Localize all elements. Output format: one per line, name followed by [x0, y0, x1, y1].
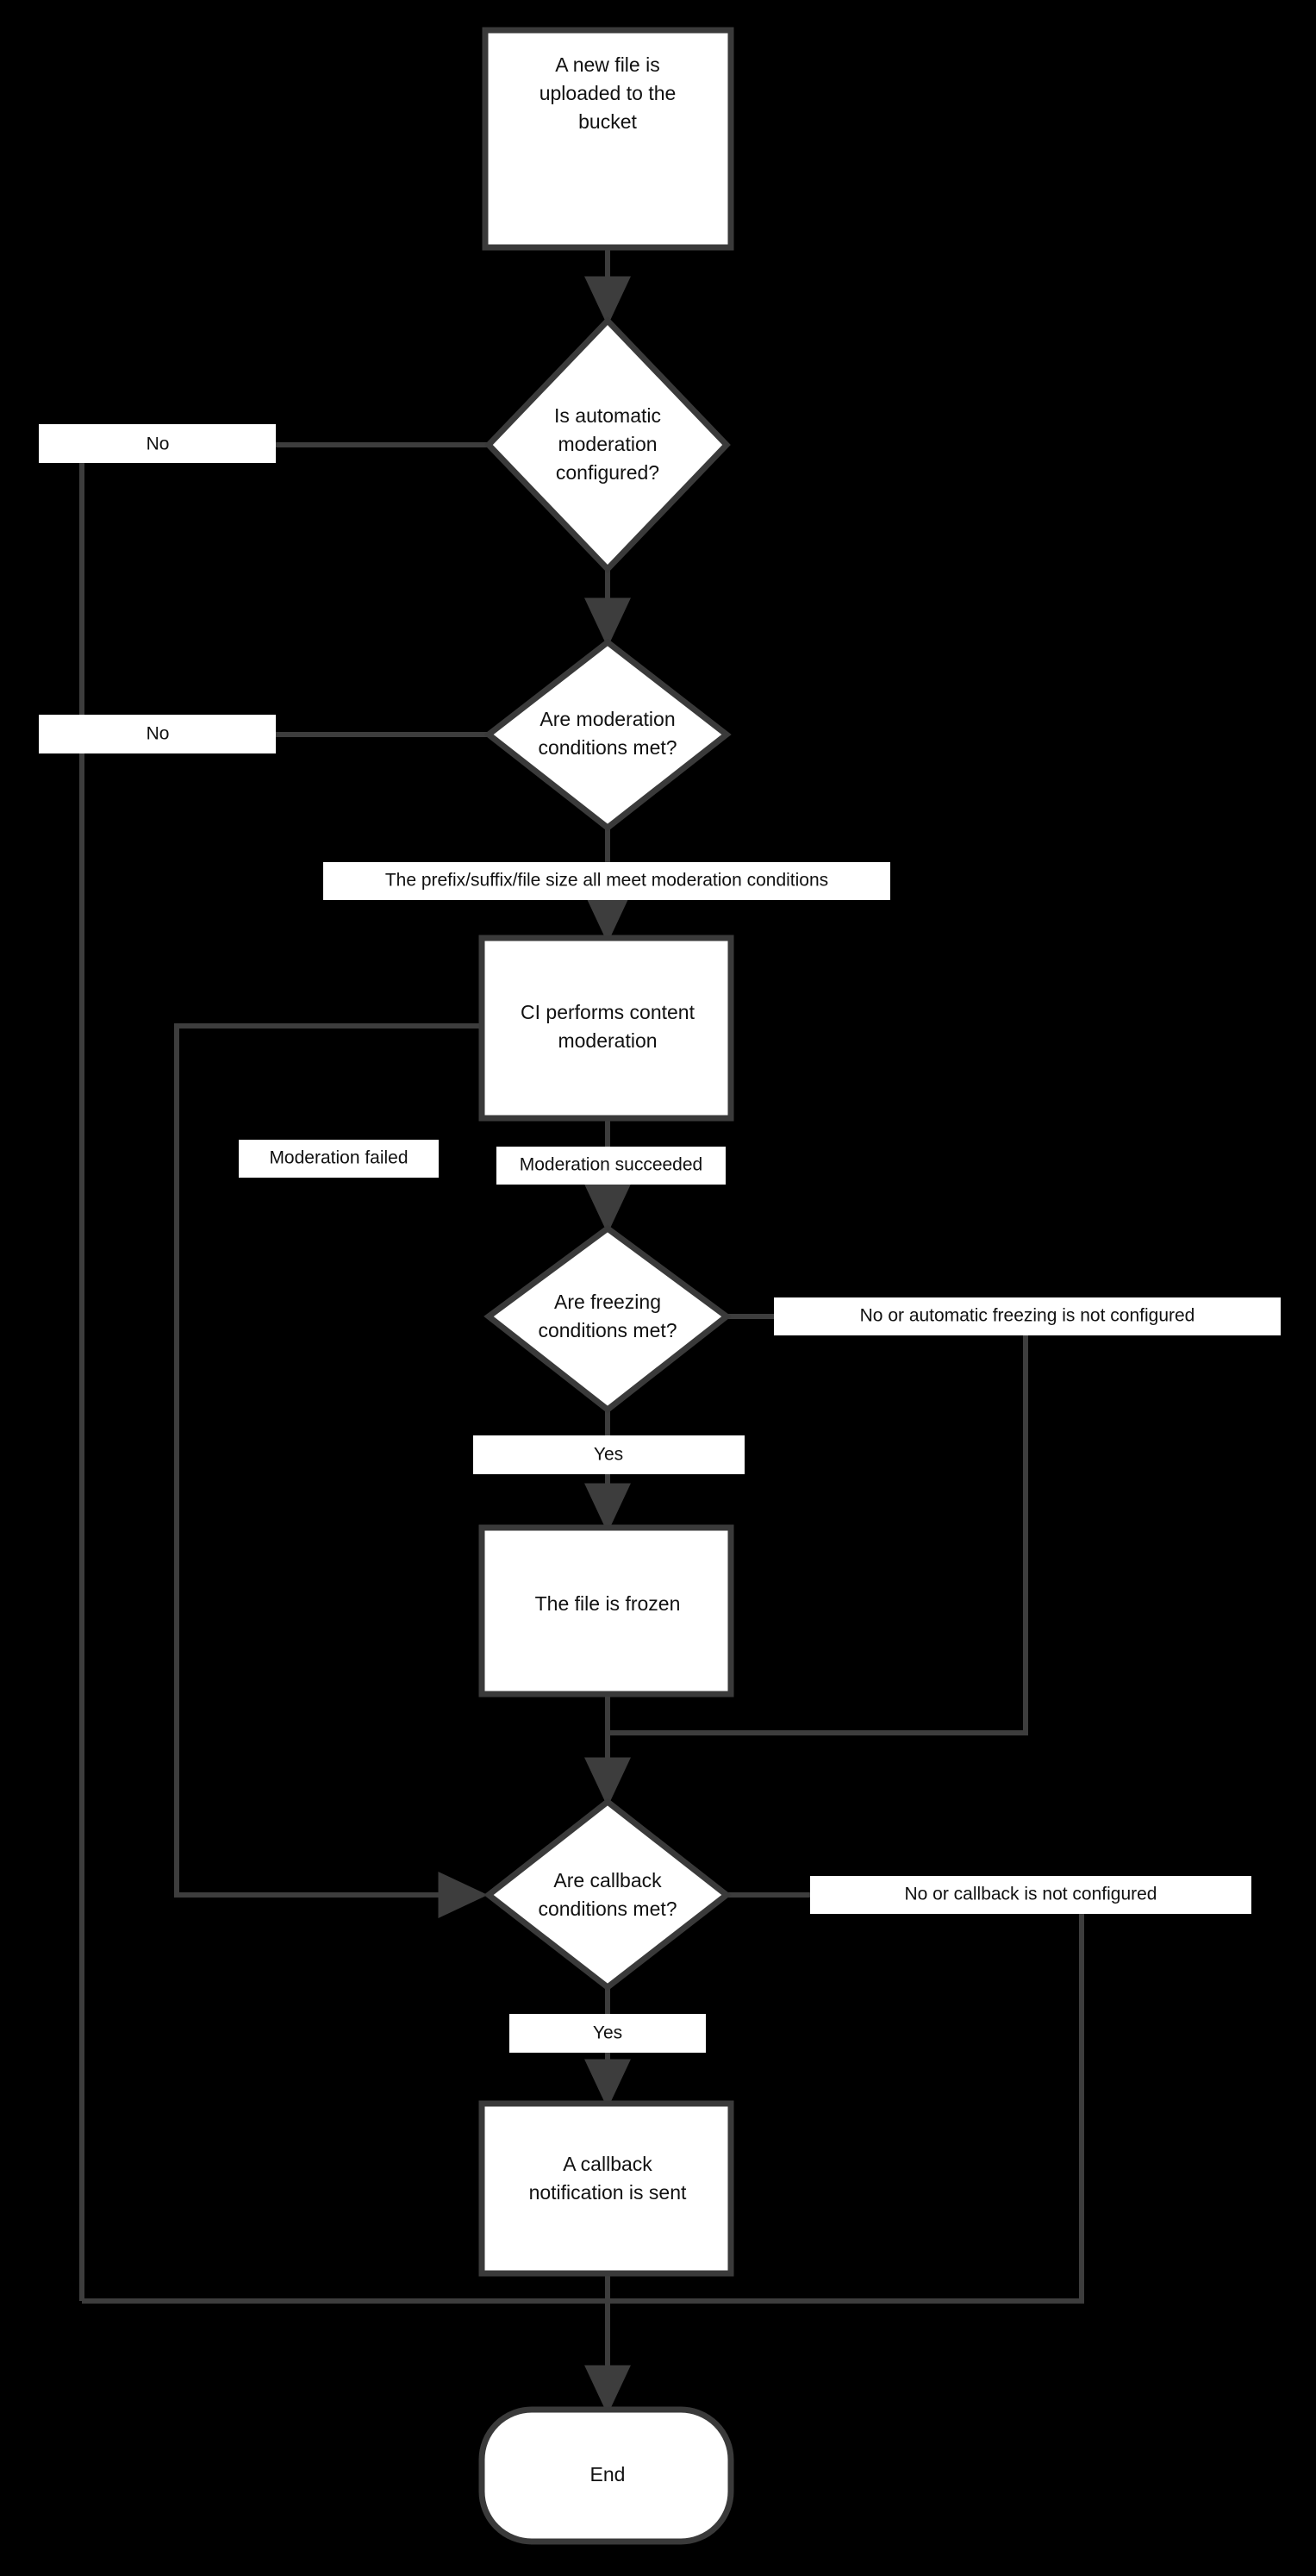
- node-end-label: End: [590, 2463, 626, 2485]
- edge-label-moderation-succeeded: Moderation succeeded: [496, 1147, 726, 1185]
- edge-label-no-freezing-text: No or automatic freezing is not configur…: [860, 1306, 1195, 1326]
- node-mod-cond-line1: Are moderation: [539, 708, 675, 730]
- node-mod-cond-line2: conditions met?: [538, 736, 677, 759]
- edge-label-no-moderation-conditions-text: No: [147, 724, 170, 744]
- edge-label-moderation-succeeded-text: Moderation succeeded: [520, 1155, 702, 1175]
- edge-label-moderation-failed-text: Moderation failed: [269, 1148, 408, 1168]
- edge-label-yes-callback: Yes: [509, 2014, 706, 2053]
- node-freeze-cond-line2: conditions met?: [538, 1319, 677, 1341]
- node-ci-line2: moderation: [558, 1029, 657, 1052]
- edge-label-yes-callback-text: Yes: [593, 2023, 622, 2043]
- node-callback-notification-sent[interactable]: A callback notification is sent: [478, 2100, 734, 2277]
- edge-label-moderation-failed: Moderation failed: [239, 1140, 439, 1178]
- node-auto-mod-line3: configured?: [556, 461, 659, 484]
- node-ci-content-moderation[interactable]: CI performs content moderation: [478, 935, 734, 1122]
- edge-label-no-callback: No or callback is not configured: [810, 1876, 1251, 1914]
- node-file-frozen[interactable]: The file is frozen: [478, 1524, 734, 1698]
- edge-label-no-callback-text: No or callback is not configured: [905, 1885, 1157, 1904]
- node-upload-line3: bucket: [578, 110, 637, 133]
- node-freeze-cond-line1: Are freezing: [554, 1291, 661, 1313]
- node-upload[interactable]: A new file is uploaded to the bucket: [482, 27, 734, 251]
- edge-label-yes-freeze-text: Yes: [594, 1445, 623, 1465]
- node-end[interactable]: End: [478, 2406, 734, 2545]
- edge-label-prefix-suffix-text: The prefix/suffix/file size all meet mod…: [385, 871, 828, 891]
- node-callback-cond-line1: Are callback: [553, 1869, 662, 1891]
- edge-ci-moderation-failed: [174, 1023, 488, 1918]
- node-freezing-conditions-decision[interactable]: Are freezing conditions met?: [483, 1224, 732, 1414]
- node-callback-sent-line2: notification is sent: [529, 2181, 687, 2204]
- node-callback-cond-line2: conditions met?: [538, 1898, 677, 1920]
- node-moderation-conditions-decision[interactable]: Are moderation conditions met?: [483, 638, 732, 832]
- edge-label-yes-freeze: Yes: [473, 1435, 745, 1474]
- edge-label-no-moderation-conditions: No: [39, 715, 276, 753]
- node-callback-conditions-decision[interactable]: Are callback conditions met?: [483, 1798, 732, 1991]
- node-upload-line1: A new file is: [555, 53, 659, 76]
- edge-label-no-auto-moderation: No: [39, 424, 276, 463]
- node-ci-line1: CI performs content: [521, 1001, 695, 1023]
- edge-label-no-freezing: No or automatic freezing is not configur…: [774, 1297, 1281, 1335]
- node-auto-moderation-decision[interactable]: Is automatic moderation configured?: [484, 316, 731, 574]
- node-callback-sent-line1: A callback: [563, 2153, 652, 2175]
- edge-label-prefix-suffix: The prefix/suffix/file size all meet mod…: [323, 862, 890, 900]
- node-frozen-line1: The file is frozen: [535, 1592, 681, 1615]
- node-upload-line2: uploaded to the: [539, 82, 677, 104]
- node-auto-mod-line2: moderation: [558, 433, 657, 455]
- node-auto-mod-line1: Is automatic: [554, 404, 661, 427]
- edge-label-no-auto-moderation-text: No: [147, 435, 170, 454]
